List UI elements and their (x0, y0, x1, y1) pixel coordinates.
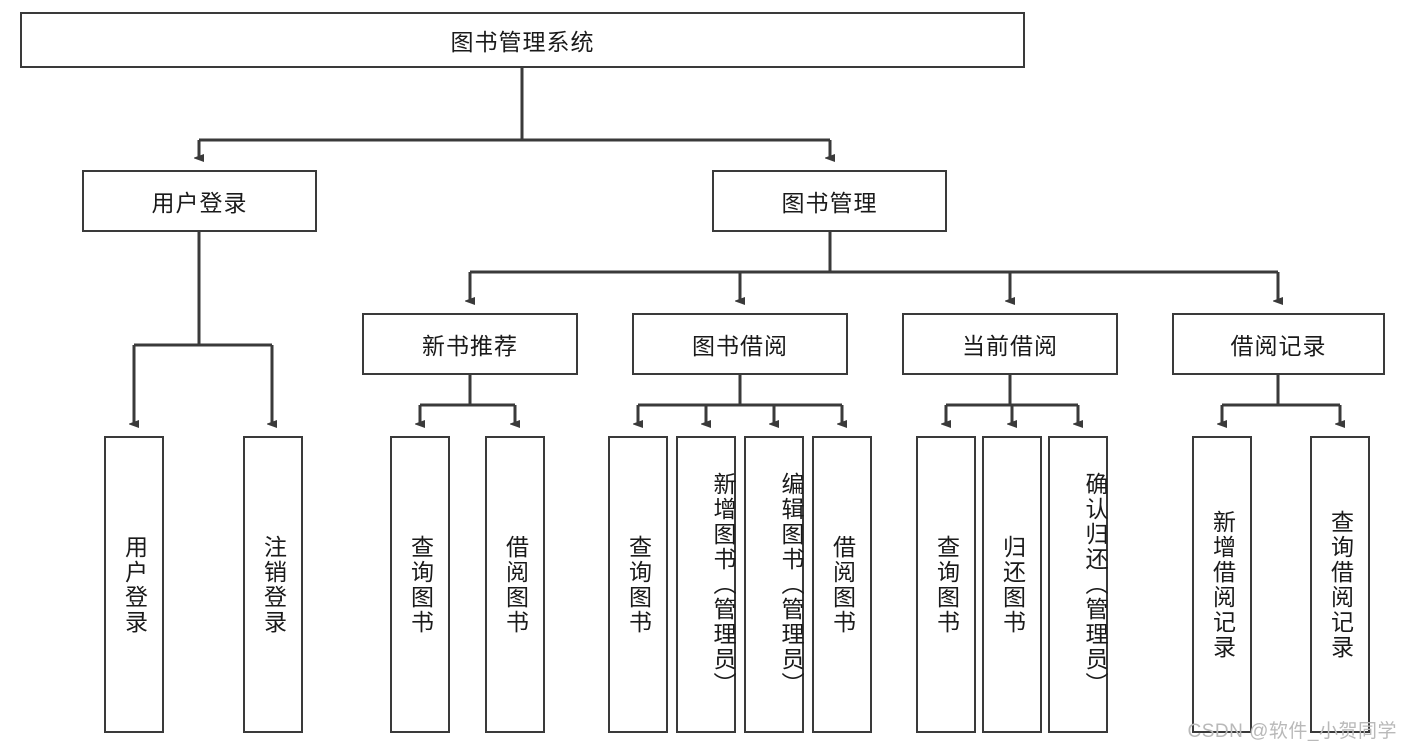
node-leaf-borrow-book-2[interactable]: 借阅图书 (812, 436, 872, 733)
node-book-borrow-label: 图书借阅 (692, 333, 788, 359)
node-leaf-confirm-return[interactable]: 确认归还（管理员） (1048, 436, 1108, 733)
node-leaf-query-record-label: 查询借阅记录 (1327, 509, 1354, 660)
node-leaf-query-book-3-label: 查询图书 (933, 534, 960, 635)
node-leaf-user-login[interactable]: 用户登录 (104, 436, 164, 733)
node-root[interactable]: 图书管理系统 (20, 12, 1025, 68)
node-leaf-logout-login[interactable]: 注销登录 (243, 436, 303, 733)
node-current-borrow-label: 当前借阅 (962, 333, 1058, 359)
node-leaf-query-book-1[interactable]: 查询图书 (390, 436, 450, 733)
node-new-book-recommend-label: 新书推荐 (422, 333, 518, 359)
node-user-login[interactable]: 用户登录 (82, 170, 317, 232)
node-leaf-borrow-book-1[interactable]: 借阅图书 (485, 436, 545, 733)
node-leaf-query-book-3[interactable]: 查询图书 (916, 436, 976, 733)
node-leaf-edit-book[interactable]: 编辑图书（管理员） (744, 436, 804, 733)
node-book-borrow[interactable]: 图书借阅 (632, 313, 848, 375)
node-leaf-user-login-label: 用户登录 (121, 534, 148, 635)
node-leaf-edit-book-label: 编辑图书（管理员） (778, 472, 804, 697)
node-leaf-borrow-book-1-label: 借阅图书 (502, 534, 529, 635)
node-current-borrow[interactable]: 当前借阅 (902, 313, 1118, 375)
node-leaf-return-book[interactable]: 归还图书 (982, 436, 1042, 733)
node-leaf-return-book-label: 归还图书 (999, 534, 1026, 635)
node-leaf-add-book[interactable]: 新增图书（管理员） (676, 436, 736, 733)
node-borrow-record-label: 借阅记录 (1230, 333, 1327, 359)
node-root-label: 图书管理系统 (450, 29, 595, 55)
node-book-management-label: 图书管理 (781, 190, 878, 216)
node-borrow-record[interactable]: 借阅记录 (1172, 313, 1385, 375)
node-leaf-query-record[interactable]: 查询借阅记录 (1310, 436, 1370, 733)
node-book-management[interactable]: 图书管理 (712, 170, 947, 232)
node-leaf-confirm-return-label: 确认归还（管理员） (1082, 472, 1108, 697)
node-leaf-borrow-book-2-label: 借阅图书 (829, 534, 856, 635)
node-user-login-label: 用户登录 (151, 190, 248, 216)
node-leaf-add-record[interactable]: 新增借阅记录 (1192, 436, 1252, 733)
node-leaf-query-book-2-label: 查询图书 (625, 534, 652, 635)
node-leaf-logout-login-label: 注销登录 (260, 534, 287, 635)
node-leaf-add-record-label: 新增借阅记录 (1209, 509, 1236, 660)
node-leaf-query-book-1-label: 查询图书 (407, 534, 434, 635)
node-leaf-query-book-2[interactable]: 查询图书 (608, 436, 668, 733)
node-leaf-add-book-label: 新增图书（管理员） (710, 472, 736, 697)
node-new-book-recommend[interactable]: 新书推荐 (362, 313, 578, 375)
csdn-watermark: CSDN @软件_小贺同学 (1187, 721, 1397, 742)
